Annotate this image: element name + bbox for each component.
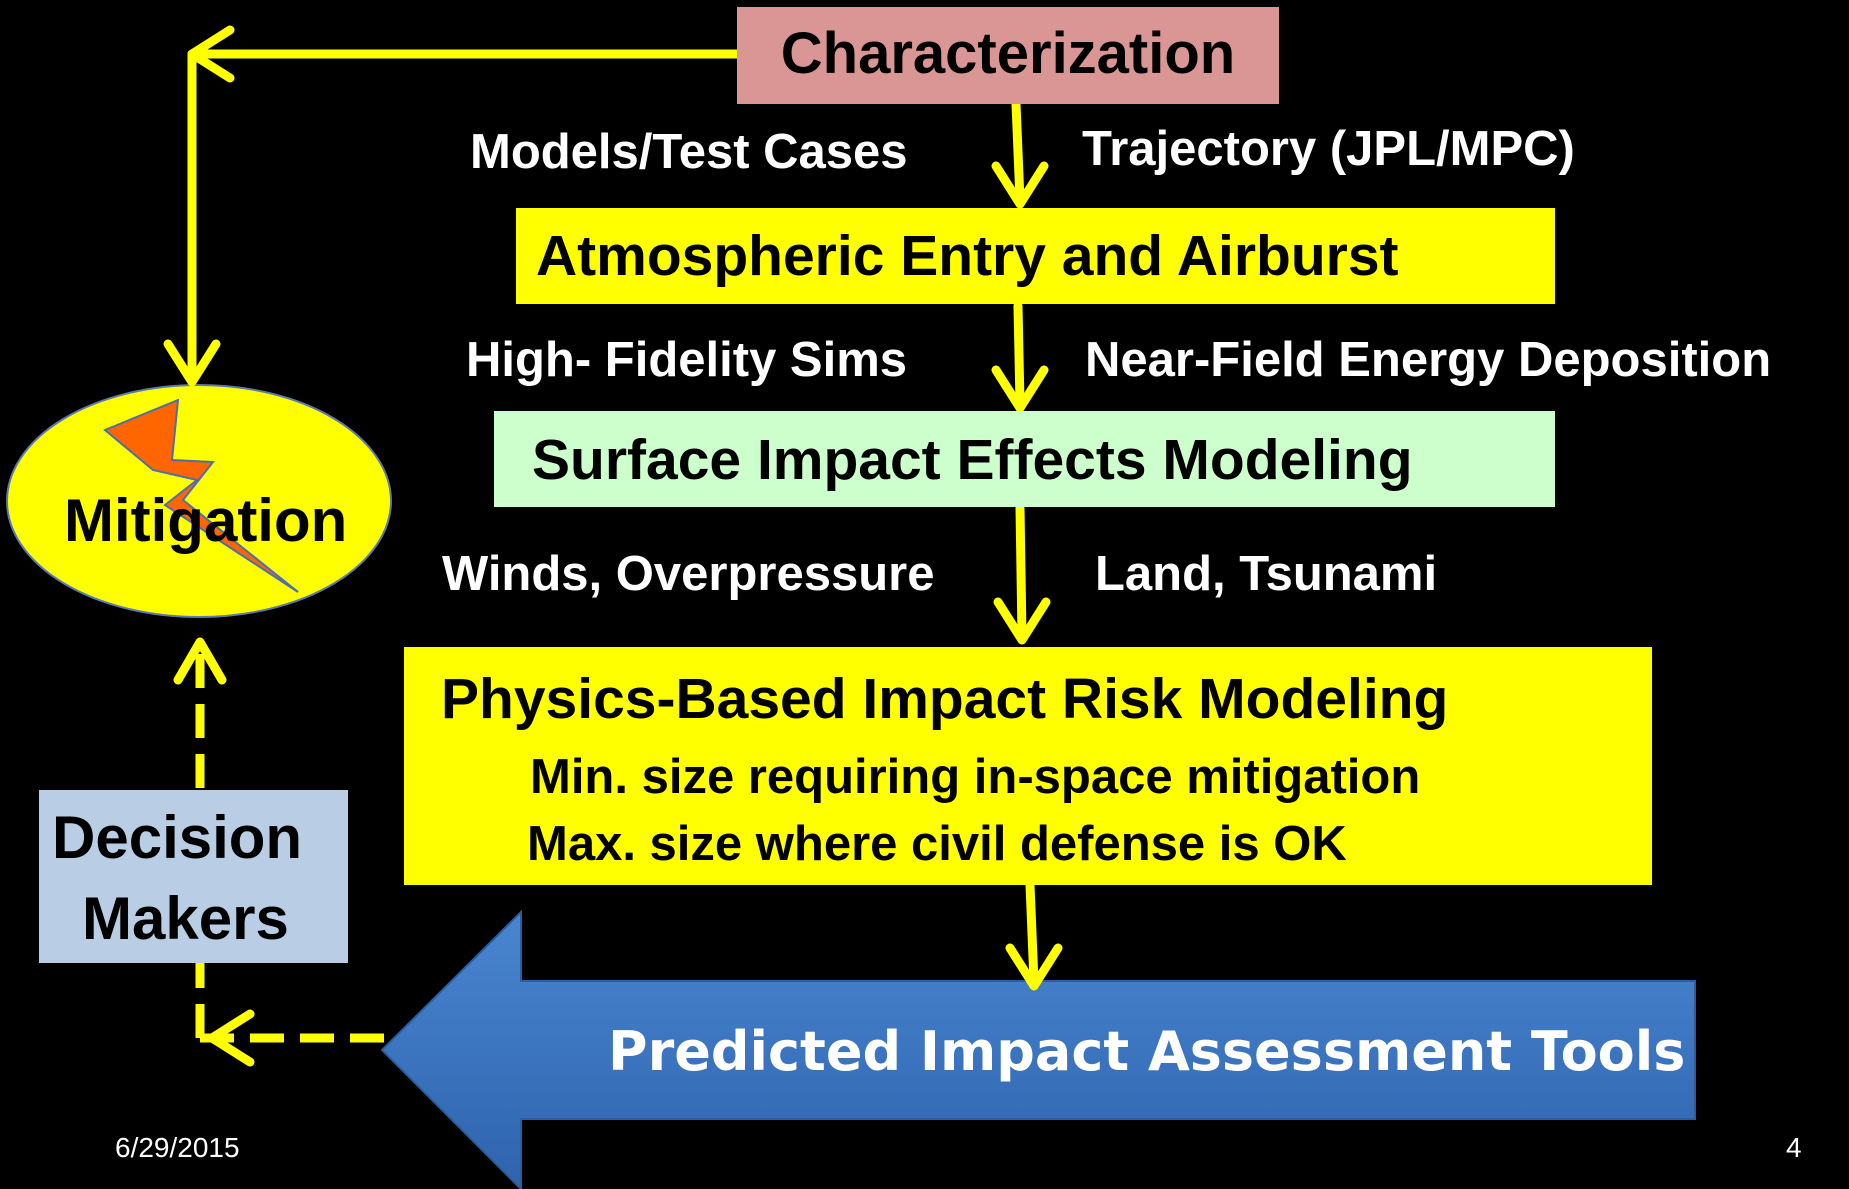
physics-risk-box xyxy=(404,647,1652,885)
models-test-cases-label: Models/Test Cases xyxy=(470,125,908,179)
arrow-surface-to-physics xyxy=(1015,503,1027,641)
decision-makers-line1: Decision xyxy=(52,804,303,871)
arrow-char-to-atmo xyxy=(1011,99,1025,205)
trajectory-label: Trajectory (JPL/MPC) xyxy=(1082,122,1575,176)
surface-impact-label: Surface Impact Effects Modeling xyxy=(532,428,1413,492)
impact-tools-label: Predicted Impact Assessment Tools xyxy=(608,1020,1686,1083)
arrowhead-physics xyxy=(993,597,1051,645)
physics-risk-title: Physics-Based Impact Risk Modeling xyxy=(441,667,1449,731)
surface-impact-box xyxy=(494,411,1555,507)
decision-makers-box xyxy=(39,790,348,963)
mitigation-ellipse xyxy=(6,384,392,618)
arrowhead-atmo xyxy=(991,161,1049,209)
high-fidelity-sims-label: High- Fidelity Sims xyxy=(466,333,908,387)
atmospheric-entry-box xyxy=(516,208,1555,304)
arrowhead-dashed-up xyxy=(173,637,227,685)
physics-risk-line1: Min. size requiring in-space mitigation xyxy=(530,750,1421,804)
tools-arrow-shape xyxy=(380,909,1696,1189)
characterization-box xyxy=(737,7,1279,104)
arrowhead-tools xyxy=(1005,943,1063,991)
slide-date: 6/29/2015 xyxy=(115,1132,240,1163)
arrow-physics-to-tools xyxy=(1025,880,1039,987)
arrowhead-surface xyxy=(991,365,1049,413)
land-tsunami-label: Land, Tsunami xyxy=(1095,547,1438,601)
physics-risk-line2: Max. size where civil defense is OK xyxy=(527,817,1347,871)
decision-makers-line2: Makers xyxy=(82,885,289,952)
arrow-atmo-to-surface xyxy=(1013,301,1025,409)
near-field-energy-label: Near-Field Energy Deposition xyxy=(1085,333,1772,387)
arrowhead-left xyxy=(187,25,235,83)
mitigation-label: Mitigation xyxy=(64,487,348,554)
characterization-label: Characterization xyxy=(780,21,1236,86)
arrowhead-down-mitigation xyxy=(163,339,221,387)
lightning-bolt-icon xyxy=(103,398,299,593)
atmospheric-entry-label: Atmospheric Entry and Airburst xyxy=(536,224,1399,288)
winds-overpressure-label: Winds, Overpressure xyxy=(442,547,935,601)
slide-page-number: 4 xyxy=(1786,1132,1802,1163)
arrowhead-dashed-left xyxy=(207,1009,255,1067)
